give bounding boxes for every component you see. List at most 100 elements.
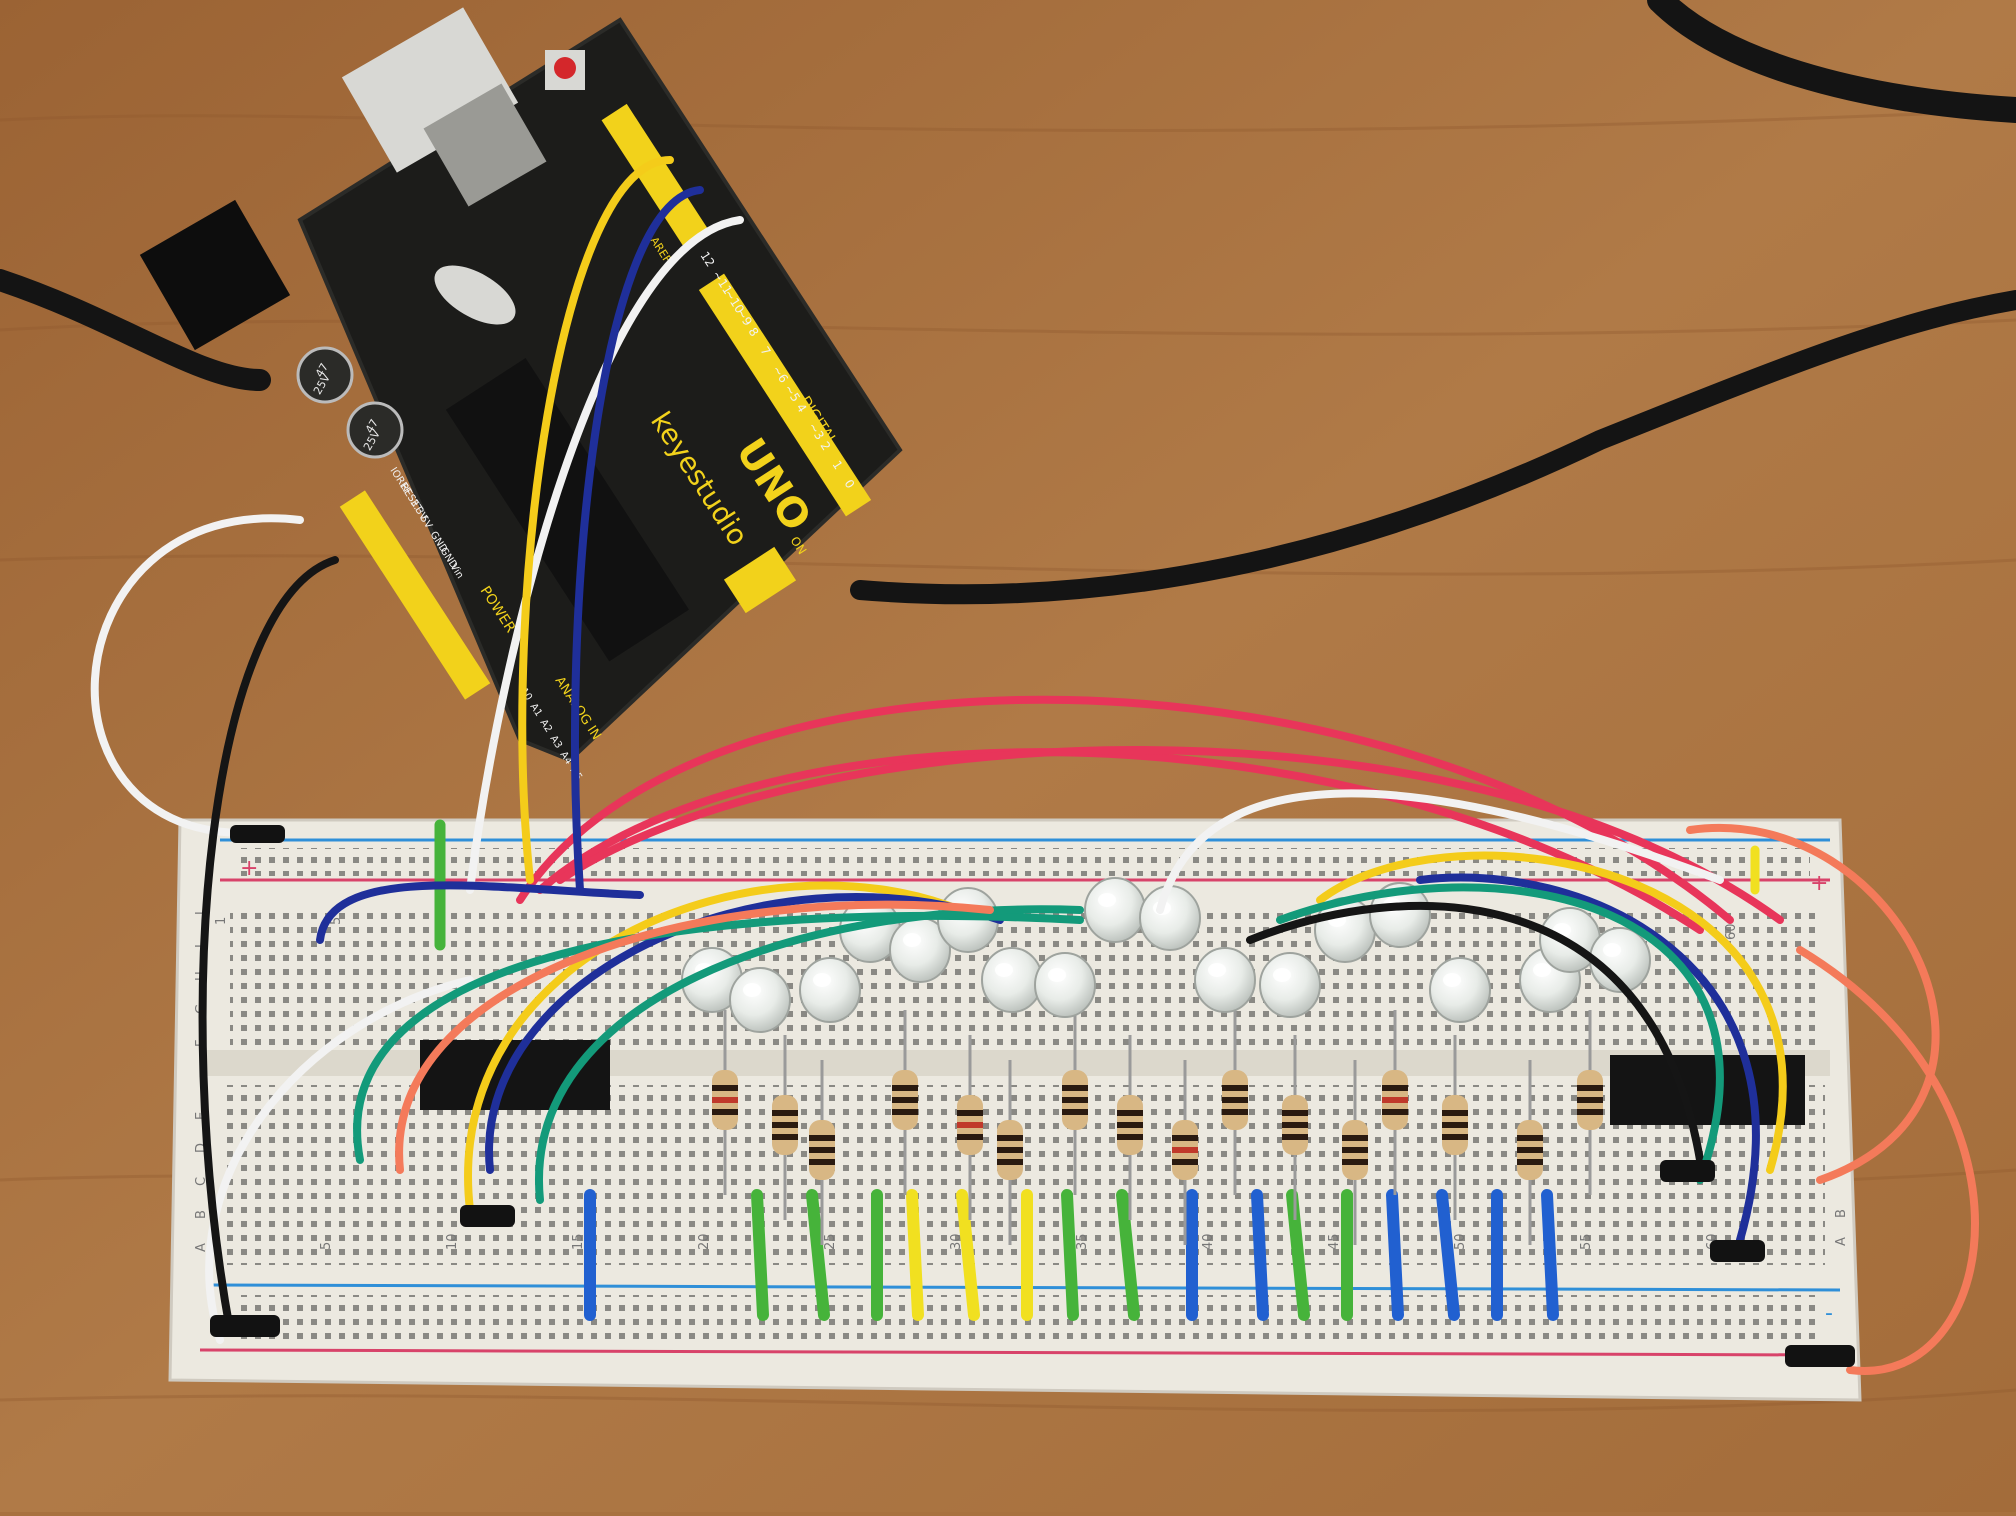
led [799,957,861,1023]
led-highlight [1273,968,1291,982]
resistor-band [997,1159,1023,1165]
led [981,947,1043,1013]
wire-white [205,976,474,1344]
capacitor-label: 47 [363,417,381,436]
jumper-wire [751,1189,769,1321]
usb-jack [341,7,519,173]
resistor-band [1282,1134,1308,1140]
resistor-band [892,1085,918,1091]
column-number: 5 [319,1242,334,1250]
row-letter: B [1834,1209,1849,1218]
column-number: 1 [214,917,229,925]
led-highlight [1603,943,1621,957]
rail-minus-label: - [1825,1301,1833,1326]
led [1084,877,1146,943]
wire-yellow [464,881,964,1214]
row-letter: J [194,911,209,916]
resistor-band [1172,1147,1198,1153]
led-highlight [995,963,1013,977]
led-highlight [743,983,761,997]
capacitor [346,401,404,459]
resistor-band [1222,1097,1248,1103]
resistor-band [957,1134,983,1140]
resistor-band [1342,1147,1368,1153]
resistor-band [809,1159,835,1165]
capacitor [296,346,354,404]
wire-plugs [210,825,1855,1367]
power-jack [139,199,291,351]
power-header [339,490,491,700]
wire-orange [1686,824,1940,1184]
led [1429,957,1491,1023]
resistor-band [957,1110,983,1116]
digital-pin-label: 12 [697,249,717,269]
reset-button-cap [554,57,576,79]
wire-orange [1796,946,1979,1375]
resistor-band [1117,1134,1143,1140]
usb-jack-metal [423,83,547,207]
resistor-band [1172,1159,1198,1165]
led-highlight [813,973,831,987]
resistor-band [1442,1122,1468,1128]
resistor-band [772,1134,798,1140]
resistor-band [1382,1097,1408,1103]
wire-white [1156,789,1724,914]
row-letter: A [1834,1237,1849,1246]
column-number: 5 [329,917,344,925]
column-number: 50 [1453,1233,1468,1250]
jumper-wire [1436,1189,1460,1321]
row-letter: C [194,1177,209,1186]
shift-register-chip-left [420,1040,610,1110]
resistor-band [1282,1122,1308,1128]
resistor-band [772,1110,798,1116]
rail-plus-label: + [1810,871,1828,896]
icsp-header [723,546,797,614]
led [1259,952,1321,1018]
jumper-wire [806,1189,830,1321]
jumper-wire [1541,1189,1559,1321]
resistor-band [712,1085,738,1091]
jumper-wire [1116,1189,1140,1321]
resistors [712,1010,1603,1245]
jumper-wire [906,1189,924,1321]
resistor-band [957,1122,983,1128]
row-letters-right: BA [1834,1209,1849,1246]
resistor-band [1442,1110,1468,1116]
led [1194,947,1256,1013]
jumper-wire [1061,1189,1079,1321]
jumper-wire [1386,1189,1404,1321]
resistor-band [1172,1135,1198,1141]
shift-register-chip-right [1610,1055,1805,1125]
wire-white [466,216,744,894]
resistor-band [809,1147,835,1153]
column-number: 35 [1075,1233,1090,1250]
led-highlight [903,933,921,947]
wire-black [1246,901,1704,1164]
resistor-band [1062,1109,1088,1115]
usb-cable [0,0,2016,605]
resistor-band [1062,1085,1088,1091]
column-number: 40 [1201,1233,1216,1250]
wire-green [1276,883,1724,1184]
led-highlight [1533,963,1551,977]
resistor-band [1117,1110,1143,1116]
wire-blue [571,186,704,894]
resistor-band [1222,1085,1248,1091]
resistor-band [1442,1134,1468,1140]
row-letter: D [194,1143,209,1153]
column-number: 55 [1579,1233,1594,1250]
atmega-chip [445,358,689,662]
row-letter: A [194,1243,209,1252]
wire-red [556,746,1784,924]
resistor-band [1577,1085,1603,1091]
column-number: 10 [445,1233,460,1250]
resistor-band [1222,1109,1248,1115]
wire-green [534,905,1084,1204]
column-number: 25 [823,1233,838,1250]
crystal [434,265,516,325]
resistor-band [772,1122,798,1128]
wire-yellow [1316,851,1787,1174]
resistor-band [1577,1109,1603,1115]
